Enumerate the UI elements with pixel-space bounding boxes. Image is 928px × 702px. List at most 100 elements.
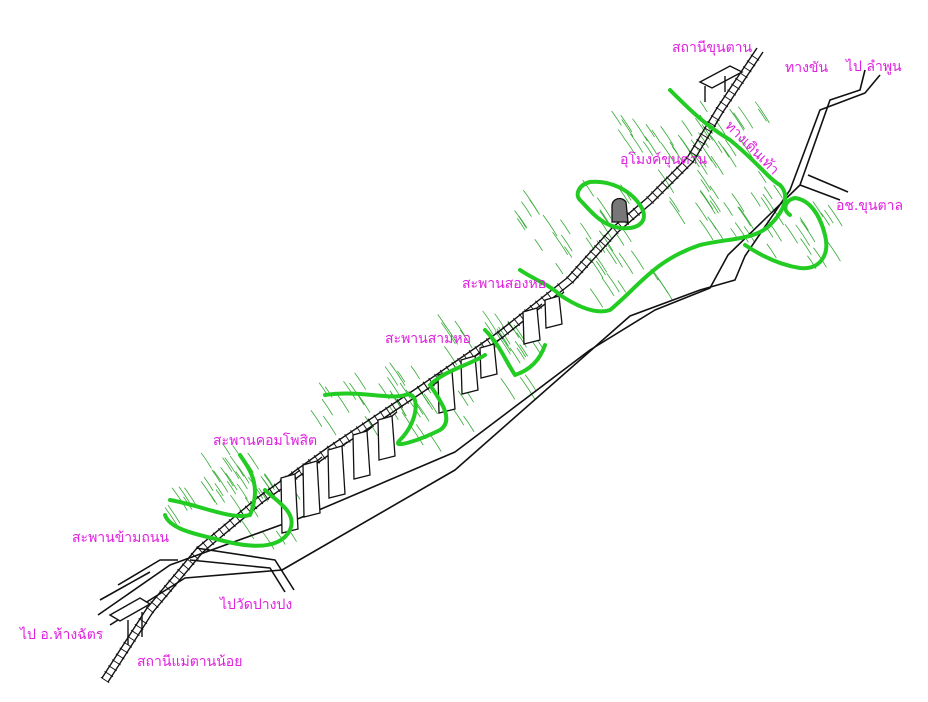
rail-tie [262, 491, 269, 501]
label-bridge-song-ho: สะพานสองหอ [462, 276, 547, 292]
hill-hatch-stroke [596, 260, 606, 276]
rail-tie [177, 568, 186, 576]
hill-hatch-stroke [417, 403, 430, 422]
hill-hatch-stroke [494, 313, 506, 330]
hill-hatch-stroke [693, 153, 708, 175]
hill-hatch-stroke [529, 199, 540, 215]
rail-tie [565, 276, 575, 284]
hill-hatch-stroke [698, 132, 709, 148]
hill-hatch-stroke [264, 473, 275, 489]
rail-tie [746, 60, 756, 67]
hill-hatch-stroke [358, 394, 371, 413]
rail-tie [367, 418, 374, 428]
rail-tie [719, 101, 729, 108]
hill-hatch-stroke [240, 519, 255, 540]
hill-hatch-stroke [589, 288, 604, 308]
bridge-pier [280, 473, 299, 534]
rail-tie [273, 483, 281, 493]
hill-hatch-stroke [723, 202, 733, 216]
bridge-pier [479, 343, 498, 379]
hill-hatch-stroke [184, 487, 197, 506]
rail-tie [100, 676, 110, 684]
rail-tie [689, 151, 699, 157]
hill-hatch-stroke [643, 141, 654, 156]
hill-hatch-stroke [423, 393, 438, 415]
rail-tie [742, 66, 752, 73]
label-to-hang-chat: ไป อ.ห้างฉัตร [20, 627, 104, 643]
hill-hatch-stroke [760, 197, 772, 213]
hill-hatch-stroke [561, 234, 573, 252]
rail-tie [731, 83, 740, 90]
hill-hatch-stroke [519, 344, 528, 357]
hill-hatch-stroke [482, 310, 497, 331]
rail-tie [707, 121, 717, 127]
hill-hatch-stroke [596, 240, 606, 253]
hill-hatch-stroke [509, 347, 521, 364]
hill-hatch-stroke [697, 169, 712, 191]
hillside-hatching [164, 100, 843, 550]
bridge-pier [327, 445, 346, 499]
hill-hatch-stroke [813, 247, 827, 268]
label-khuntan-station: สถานีขุนตาน [672, 40, 753, 56]
hill-hatch-stroke [709, 195, 721, 212]
hill-hatch-stroke [754, 101, 770, 124]
hill-hatch-stroke [364, 416, 379, 436]
hill-hatch-stroke [766, 243, 777, 259]
rail-tie [361, 422, 369, 432]
hill-hatch-stroke [167, 504, 181, 524]
rail-tie [646, 196, 654, 204]
hill-hatch-stroke [795, 224, 810, 246]
rail-tie [196, 545, 204, 555]
hill-hatch-stroke [758, 170, 767, 183]
rail-tie [344, 433, 351, 443]
rail-tie [150, 601, 159, 609]
rail-tie [154, 595, 164, 603]
hill-hatch-stroke [799, 217, 809, 231]
hill-hatch-stroke [222, 443, 231, 456]
hill-hatch-stroke [582, 179, 595, 197]
hill-hatch-stroke [457, 390, 469, 407]
hill-hatch-stroke [621, 119, 634, 137]
rail-tie [163, 584, 173, 593]
rail-tie [535, 300, 542, 309]
rail-tie [735, 77, 744, 85]
hill-hatch-stroke [514, 340, 527, 358]
hill-hatch-stroke [519, 377, 536, 400]
hill-hatch-stroke [560, 219, 571, 235]
label-khuntan-park: อช.ขุนตาล [836, 198, 904, 214]
hill-hatch-stroke [596, 197, 612, 219]
hill-hatch-stroke [564, 246, 573, 258]
hill-hatch-stroke [440, 322, 456, 344]
rail-line [107, 51, 764, 683]
rail-tie [651, 191, 659, 199]
hill-hatch-stroke [725, 139, 737, 157]
khuntan-station-platform [698, 65, 744, 102]
bridge-pier [522, 307, 541, 345]
rail-tie [580, 260, 589, 269]
rail-tie [256, 495, 264, 505]
rail-tie [699, 133, 709, 139]
hill-hatch-stroke [235, 471, 248, 490]
hill-hatch-stroke [820, 212, 830, 226]
rail-tie [190, 552, 199, 560]
rail-tie [584, 255, 593, 263]
hill-hatch-stroke [800, 220, 816, 243]
hill-hatch-stroke [691, 155, 700, 168]
hill-hatch-stroke [275, 530, 286, 545]
label-side-track: ทางขัน [785, 60, 829, 76]
label-mae-tan-noi-station: สถานีแม่ตานน้อย [137, 654, 243, 670]
rail-tie [656, 186, 664, 194]
hill-hatch-stroke [632, 118, 648, 142]
rail-tie [111, 659, 121, 666]
hill-hatch-stroke [750, 192, 761, 207]
hill-hatch-stroke [657, 169, 675, 194]
rail-tie [201, 541, 209, 550]
label-to-wat-pang-pong: ไปวัดปางปง [220, 597, 293, 613]
rail-tie [385, 406, 392, 416]
rail-tie [104, 671, 114, 678]
rail-tie [598, 239, 607, 248]
hill-hatch-stroke [733, 112, 745, 130]
hill-hatch-stroke [263, 474, 275, 490]
hill-hatch-stroke [321, 398, 334, 416]
